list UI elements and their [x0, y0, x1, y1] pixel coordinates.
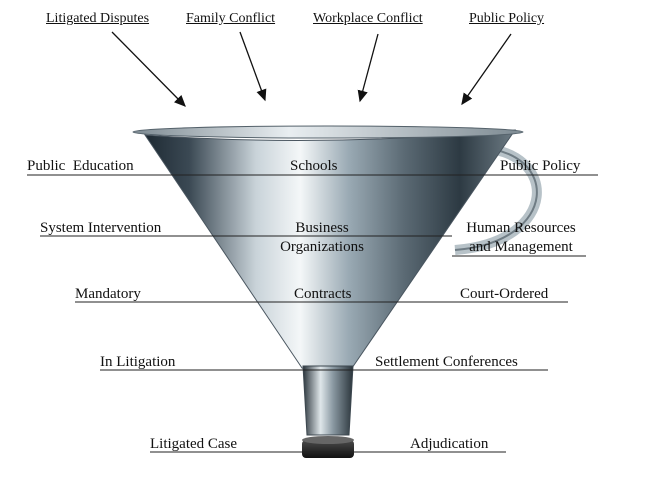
arrow-litigated-disputes	[111, 31, 186, 107]
input-family-conflict: Family Conflict	[186, 11, 276, 26]
row4-right: Settlement Conferences	[375, 354, 518, 370]
funnel-spout	[302, 365, 354, 436]
row1-left: Public Education	[27, 158, 134, 174]
row3-center: Contracts	[294, 286, 352, 302]
row1-right: Public Policy	[500, 158, 581, 174]
row2-center-line1: Business	[295, 220, 349, 236]
arrow-public-policy	[461, 33, 512, 106]
row2-left: System Intervention	[40, 220, 162, 236]
hockey-puck	[302, 440, 354, 458]
arrow-family-conflict	[239, 31, 267, 102]
row3-right: Court-Ordered	[460, 286, 549, 302]
input-litigated-disputes: Litigated Disputes	[46, 11, 150, 26]
funnel-rim	[132, 125, 524, 139]
row5-left: Litigated Case	[150, 436, 238, 452]
row3-left: Mandatory	[75, 286, 141, 302]
row2-right: Human Resources and Management	[452, 219, 590, 257]
input-workplace-conflict: Workplace Conflict	[313, 11, 423, 26]
row1-center: Schools	[290, 158, 338, 174]
row2-right-line2: and Management	[469, 239, 573, 255]
row5-right: Adjudication	[410, 436, 489, 452]
arrow-workplace-conflict	[357, 33, 379, 103]
row2-right-line1: Human Resources	[466, 220, 576, 236]
row4-left: In Litigation	[100, 354, 176, 370]
input-public-policy: Public Policy	[469, 11, 545, 26]
row2-center: Business Organizations	[262, 219, 382, 257]
row2-center-line2: Organizations	[280, 239, 364, 255]
